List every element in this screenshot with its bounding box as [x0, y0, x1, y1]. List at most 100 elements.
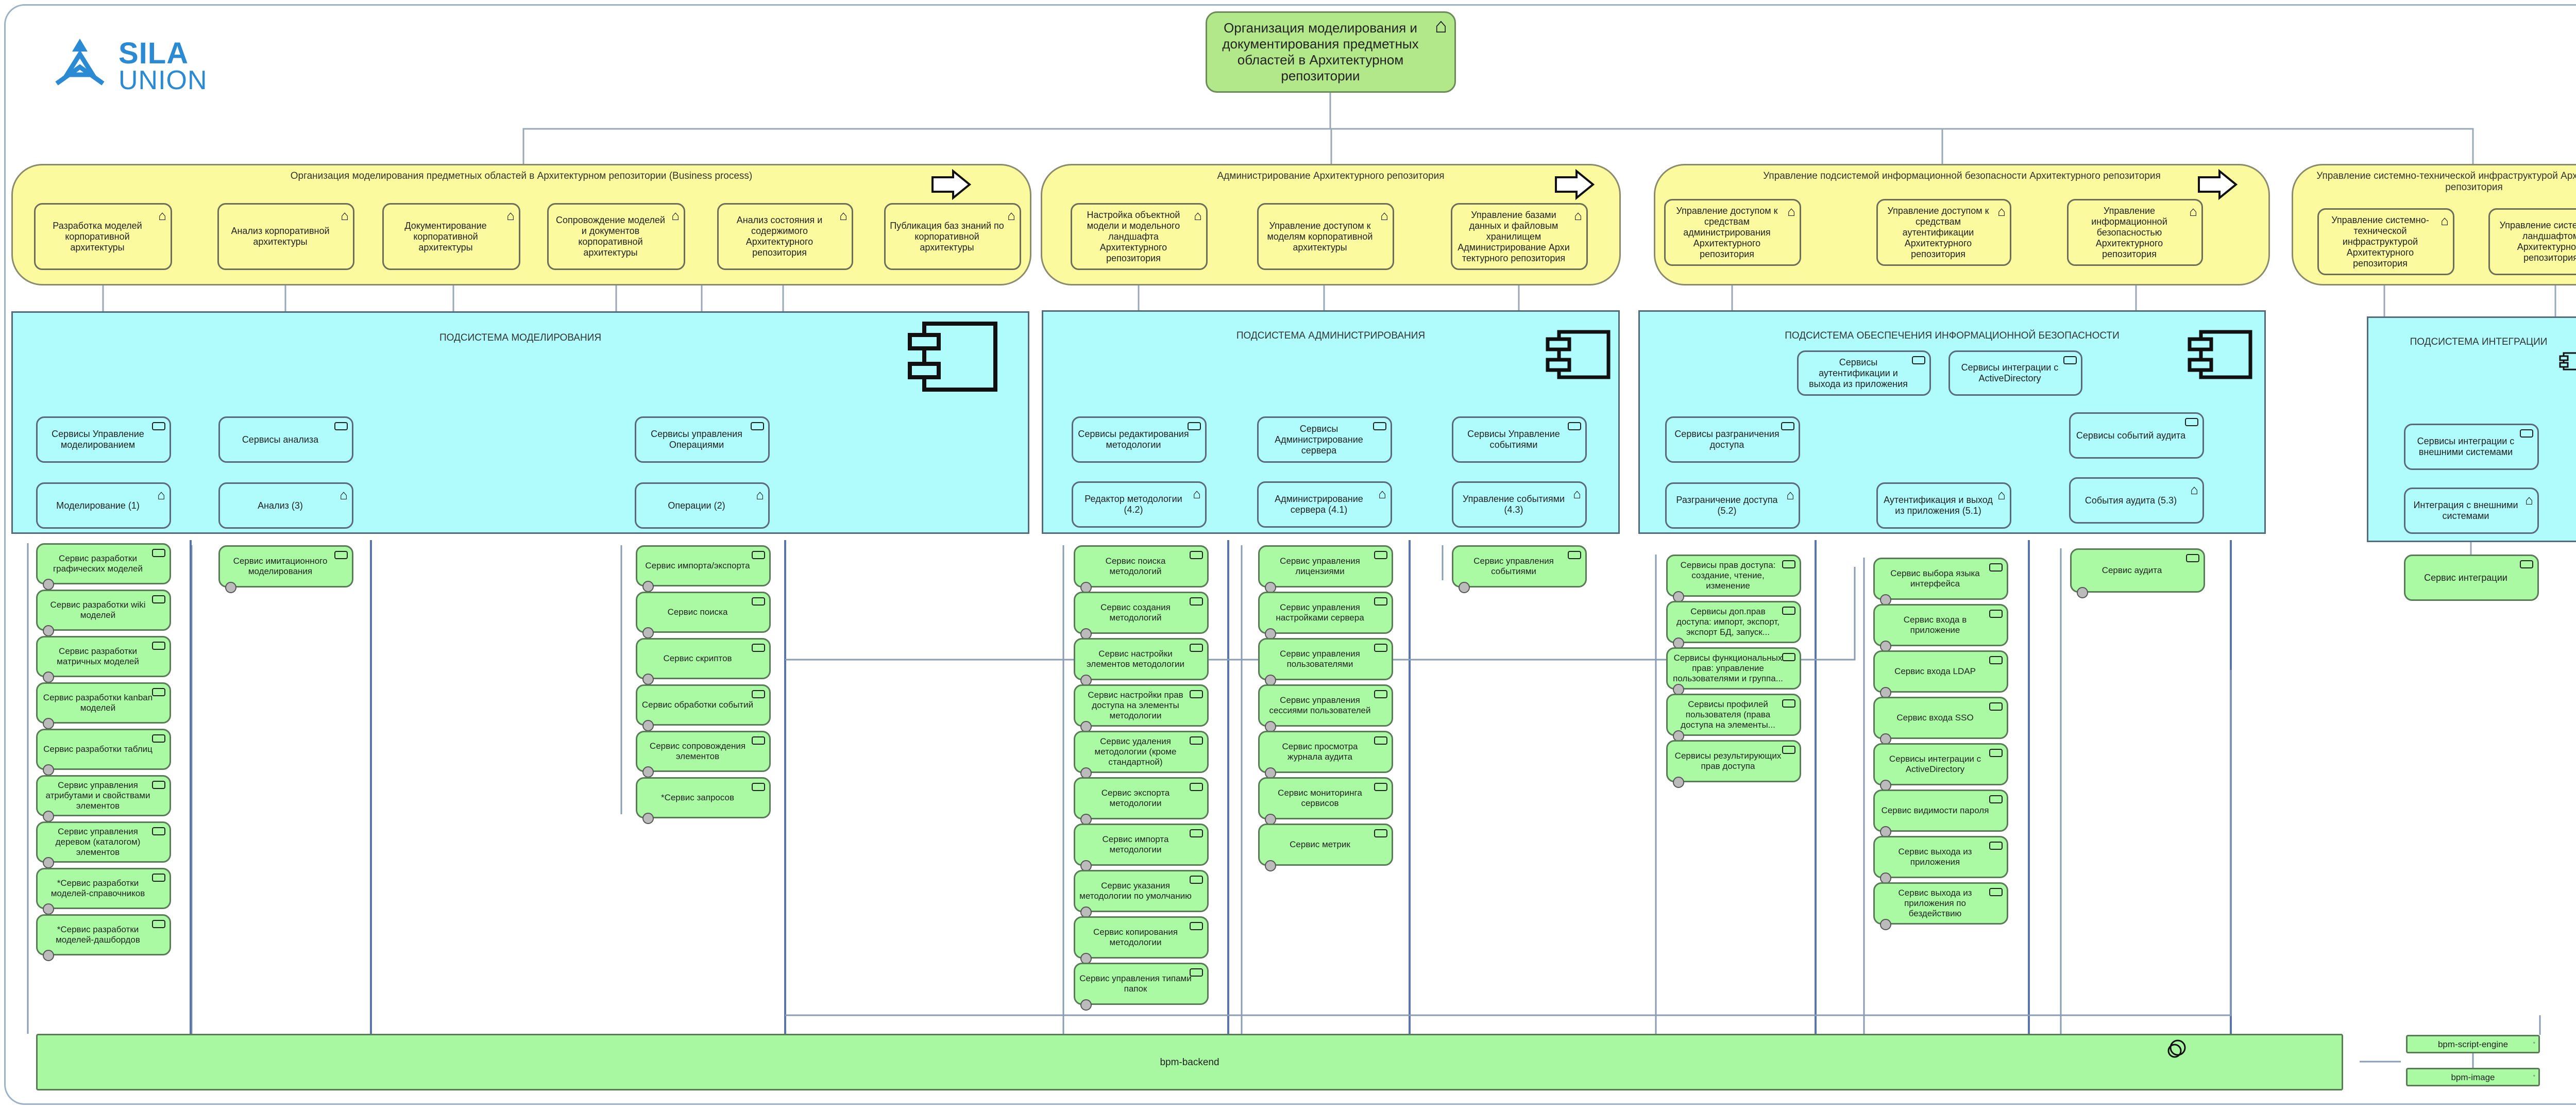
service-box[interactable]: Сервис управления атрибутами и свойствам… — [36, 775, 171, 822]
service-box[interactable]: Сервис экспорта методологии — [1074, 777, 1209, 825]
service-box[interactable]: Сервис создания методологий — [1074, 592, 1209, 640]
process-security-3[interactable]: Управление информационной безопасностью … — [2067, 199, 2203, 266]
process-security-2[interactable]: Управление доступом к средствам аутентиф… — [1876, 199, 2011, 266]
iface-security-top-2[interactable]: Сервисы интеграции с ActiveDirectory — [1948, 350, 2082, 396]
service-box[interactable]: Сервис управления лицензиями — [1258, 545, 1393, 593]
service-box[interactable]: *Сервис разработки моделей-справочников — [36, 868, 171, 915]
service-box[interactable]: Сервис выхода из приложения по бездейств… — [1873, 882, 2008, 930]
service-box[interactable]: Сервис входа SSO — [1873, 697, 2008, 745]
service-box[interactable]: Сервис разработки графических моделей — [36, 543, 171, 590]
iface-security-1[interactable]: Сервисы разграничения доступа — [1665, 416, 1800, 463]
comp-security-3[interactable]: События аудита (5.3)⌂ — [2069, 477, 2204, 524]
iface-admin-3[interactable]: Сервисы Управление событиями — [1452, 416, 1587, 463]
process-admin-1[interactable]: Настройка объектной модели и модельного … — [1071, 203, 1208, 270]
service-label: Сервис выбора языка интерфейса — [1890, 568, 1980, 589]
process-security-1[interactable]: Управление доступом к средствам админист… — [1664, 199, 1801, 266]
service-box[interactable]: Сервис входа в приложение — [1873, 604, 2008, 652]
service-box[interactable]: Сервис видимости пароля — [1873, 790, 2008, 837]
service-box[interactable]: Сервисы профилей пользователя (права дос… — [1666, 694, 1801, 742]
comp-admin-1[interactable]: Редактор методологии (4.2)⌂ — [1072, 481, 1207, 528]
service-box[interactable]: Сервис управления пользователями — [1258, 638, 1393, 686]
service-box[interactable]: Сервис метрик — [1258, 824, 1393, 871]
function-icon: ⌂ — [1786, 487, 1794, 502]
service-box[interactable]: Сервисы функциональных прав: управление … — [1666, 647, 1801, 695]
process-modeling-3[interactable]: Документирование корпоративной архитекту… — [382, 203, 520, 270]
comp-security-2[interactable]: Аутентификация и выход из приложения (5.… — [1876, 482, 2011, 529]
iface-security-2[interactable]: Сервисы событий аудита — [2069, 412, 2204, 459]
service-box[interactable]: *Сервис разработки моделей-дашбордов — [36, 914, 171, 961]
process-modeling-2[interactable]: Анализ корпоративной архитектуры⌂ — [217, 203, 354, 270]
iface-admin-2[interactable]: Сервисы Администрирование сервера — [1257, 416, 1392, 463]
region-title: Администрирование Архитектурного репозит… — [1217, 171, 1445, 181]
service-box[interactable]: Сервис входа LDAP — [1873, 650, 2008, 698]
process-infra-1[interactable]: Управление системно-технической инфрастр… — [2317, 208, 2454, 275]
service-integration[interactable]: Сервис интеграции — [2404, 555, 2539, 601]
node-bpm-backend[interactable]: bpm-backend — [36, 1034, 2343, 1090]
service-label: Сервис разработки wiki моделей — [50, 600, 146, 620]
service-box[interactable]: Сервис аудита — [2070, 548, 2205, 598]
top-capability[interactable]: Организация моделирования и документиров… — [1206, 11, 1456, 93]
service-box[interactable]: Сервис разработки таблиц — [36, 729, 171, 776]
service-box[interactable]: Сервис указания методологии по умолчанию — [1074, 870, 1209, 918]
service-box[interactable]: Сервис имитационного моделирования — [218, 545, 353, 593]
comp-modeling-1[interactable]: Моделирование (1)⌂ — [36, 482, 171, 529]
iface-modeling-3[interactable]: Сервисы управления Операциями — [635, 416, 770, 463]
service-box[interactable]: Сервис разработки wiki моделей — [36, 590, 171, 636]
service-label: *Сервис разработки моделей-дашбордов — [56, 925, 140, 945]
service-icon — [2185, 418, 2198, 426]
service-box[interactable]: *Сервис запросов — [636, 777, 771, 824]
service-icon — [152, 549, 165, 557]
service-box[interactable]: Сервисы результирующих прав доступа — [1666, 740, 1801, 788]
service-box[interactable]: Сервис управления деревом (каталогом) эл… — [36, 821, 171, 868]
process-modeling-5[interactable]: Анализ состояния и содержимого Архитекту… — [717, 203, 853, 270]
service-box[interactable]: Сервис просмотра журнала аудита — [1258, 731, 1393, 779]
service-box[interactable]: Сервис удаления методологии (кроме станд… — [1074, 731, 1209, 779]
service-box[interactable]: Сервис сопровождения элементов — [636, 731, 771, 778]
service-box[interactable]: Сервис настройки элементов методологии — [1074, 638, 1209, 686]
service-box[interactable]: Сервис поиска методологий — [1074, 545, 1209, 593]
service-box[interactable]: Сервис управления сессиями пользователей — [1258, 684, 1393, 732]
service-box[interactable]: Сервисы интеграции с ActiveDirectory — [1873, 743, 2008, 791]
service-box[interactable]: Сервис обработки событий — [636, 684, 771, 731]
service-box[interactable]: Сервис разработки kanban моделей — [36, 682, 171, 729]
iface-integration[interactable]: Сервисы интеграции с внешними системами — [2404, 424, 2539, 470]
service-box[interactable]: Сервис управления настройками сервера — [1258, 592, 1393, 640]
iface-admin-1[interactable]: Сервисы редактирования методологии — [1072, 416, 1207, 463]
process-label: Анализ состояния и содержимого Архитекту… — [736, 215, 823, 258]
service-label: Сервис входа SSO — [1896, 713, 1974, 723]
comp-admin-2[interactable]: Администрирование сервера (4.1)⌂ — [1257, 481, 1392, 528]
service-box[interactable]: Сервис настройки прав доступа на элемент… — [1074, 684, 1209, 732]
comp-integration[interactable]: Интеграция с внешними системами⌂ — [2404, 488, 2539, 534]
service-box[interactable]: Сервисы прав доступа: создание, чтение, … — [1666, 555, 1801, 602]
service-box[interactable]: Сервис импорта методологии — [1074, 824, 1209, 871]
service-box[interactable]: Сервис скриптов — [636, 638, 771, 685]
service-icon — [1781, 422, 1794, 430]
service-box[interactable]: Сервис выбора языка интерфейса — [1873, 558, 2008, 606]
service-box[interactable]: Сервис разработки матричных моделей — [36, 636, 171, 683]
access-icon — [43, 671, 54, 683]
service-box[interactable]: Сервис выхода из приложения — [1873, 836, 2008, 884]
service-box[interactable]: Сервис импорта/экспорта — [636, 545, 771, 592]
iface-modeling-1[interactable]: Сервисы Управление моделированием — [36, 416, 171, 463]
service-label: Сервис управления типами папок — [1079, 973, 1192, 994]
iface-modeling-2[interactable]: Сервисы анализа — [218, 416, 353, 463]
process-modeling-1[interactable]: Разработка моделей корпоративной архитек… — [34, 203, 172, 270]
process-admin-3[interactable]: Управление базами данных и файловым хран… — [1451, 203, 1588, 270]
process-modeling-4[interactable]: Сопровождение моделей и документов корпо… — [547, 203, 685, 270]
comp-modeling-2[interactable]: Анализ (3)⌂ — [218, 482, 353, 529]
service-box[interactable]: Сервис копирования методологии — [1074, 916, 1209, 964]
service-box[interactable]: Сервис поиска — [636, 592, 771, 639]
process-admin-2[interactable]: Управление доступом к моделям корпоратив… — [1257, 203, 1394, 270]
service-box[interactable]: Сервис управления типами папок — [1074, 963, 1209, 1011]
comp-security-1[interactable]: Разграничение доступа (5.2)⌂ — [1665, 482, 1800, 529]
node-bpm-image[interactable]: bpm-image ◦ — [2406, 1068, 2540, 1086]
service-box[interactable]: Сервис управления событиями — [1452, 545, 1587, 593]
process-modeling-6[interactable]: Публикация баз знаний по корпоративной а… — [884, 203, 1021, 270]
service-box[interactable]: Сервис мониторинга сервисов — [1258, 777, 1393, 825]
node-bpm-script-engine[interactable]: bpm-script-engine ◦ — [2406, 1035, 2540, 1053]
comp-modeling-3[interactable]: Операции (2)⌂ — [635, 482, 770, 529]
comp-admin-3[interactable]: Управление событиями (4.3)⌂ — [1452, 481, 1587, 528]
iface-security-top-1[interactable]: Сервисы аутентификации и выхода из прило… — [1797, 350, 1931, 396]
process-infra-2[interactable]: Управление системным ландшафтом Архитект… — [2488, 208, 2576, 275]
service-box[interactable]: Сервисы доп.прав доступа: импорт, экспор… — [1666, 601, 1801, 649]
